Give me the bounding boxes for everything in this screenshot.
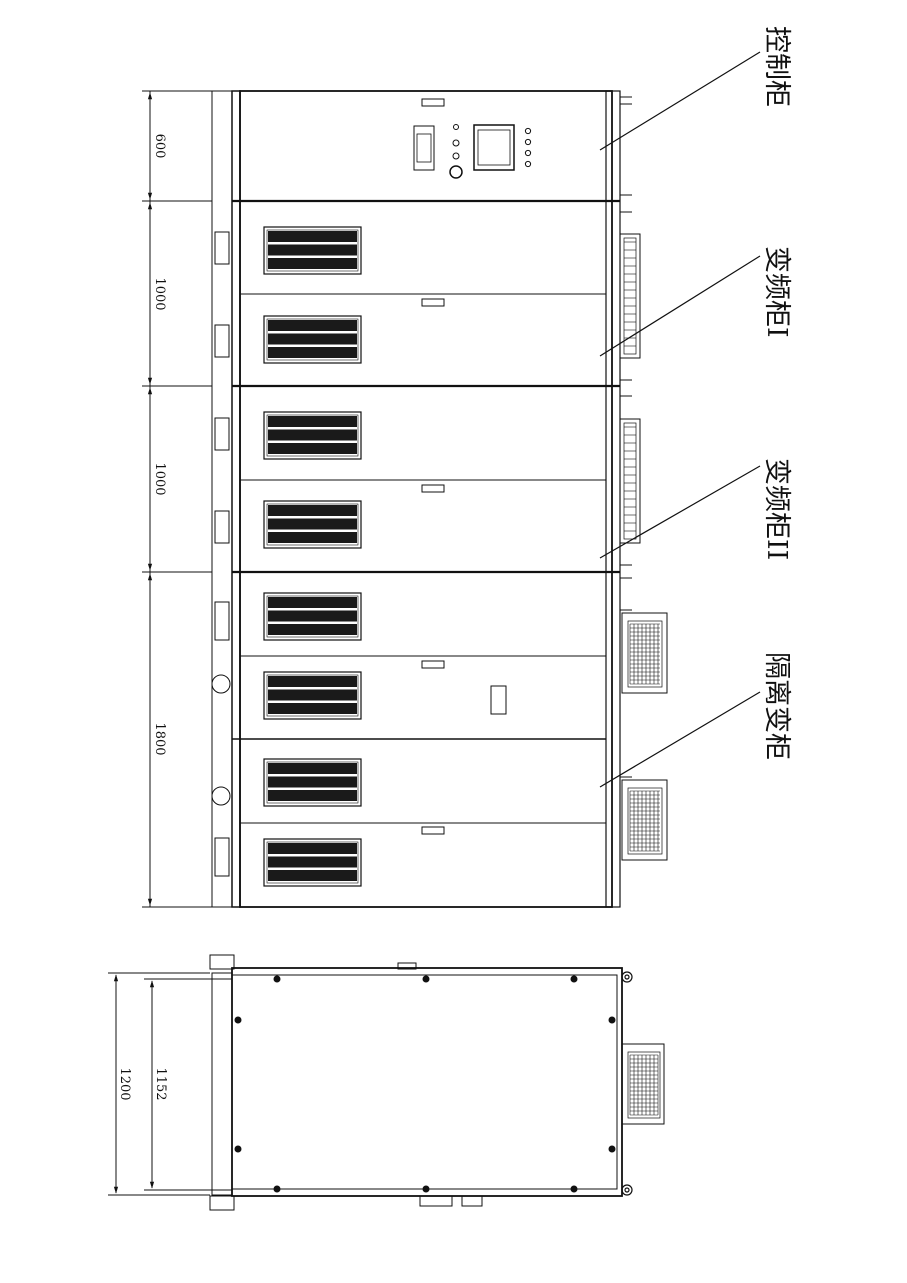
cabinet-body	[239, 90, 613, 908]
control-panel	[413, 98, 532, 179]
label-vfd-cabinet-2: 变频柜II	[761, 458, 792, 560]
meter-icon	[413, 125, 435, 171]
vent-grille	[263, 838, 362, 887]
front-dimension-line	[142, 90, 212, 908]
button-icon	[524, 160, 532, 168]
vent-grille	[263, 500, 362, 549]
side-body	[231, 967, 623, 1197]
dim-depth-overall: 1200	[117, 1067, 132, 1100]
vent-grilles	[263, 226, 362, 887]
vent-grille	[263, 411, 362, 460]
vent-grille	[263, 315, 362, 364]
left-rail	[211, 90, 233, 908]
knob-icon	[449, 165, 463, 179]
button-icon	[524, 138, 532, 146]
vent-grille	[263, 671, 362, 720]
label-vfd-cabinet-1: 变频柜I	[761, 246, 792, 338]
dim-isolation-width: 1800	[152, 722, 167, 755]
nameplate	[490, 685, 507, 715]
label-isolation-cabinet: 隔离变柜	[761, 652, 792, 760]
side-fan	[621, 1043, 665, 1125]
dim-control-width: 600	[152, 134, 167, 159]
vent-grille	[263, 226, 362, 275]
dim-vfd2-width: 1000	[152, 462, 167, 495]
vent-grille	[263, 592, 362, 641]
dim-vfd1-width: 1000	[152, 277, 167, 310]
fan-units	[619, 233, 668, 861]
mounting-pins	[620, 96, 632, 778]
side-view: 1200 1152	[108, 954, 665, 1211]
button-icon	[524, 127, 532, 135]
rail-windows	[211, 231, 231, 877]
door-handle	[421, 98, 445, 107]
label-control-cabinet: 控制柜	[761, 26, 792, 107]
indicator-icon	[452, 139, 460, 147]
door-handles	[421, 298, 507, 835]
indicator-icon	[453, 124, 459, 130]
bolt-holes	[234, 975, 616, 1193]
button-icon	[524, 149, 532, 157]
side-dimension-lines	[108, 972, 232, 1196]
vent-grille	[263, 758, 362, 807]
touch-screen-icon	[473, 124, 515, 171]
leader-lines	[599, 51, 761, 788]
indicator-icon	[452, 152, 460, 160]
front-view: 600 1000 1000 1800 控制柜 变频柜I 变频柜II 隔离变柜	[142, 26, 792, 908]
dim-depth-body: 1152	[153, 1067, 168, 1100]
